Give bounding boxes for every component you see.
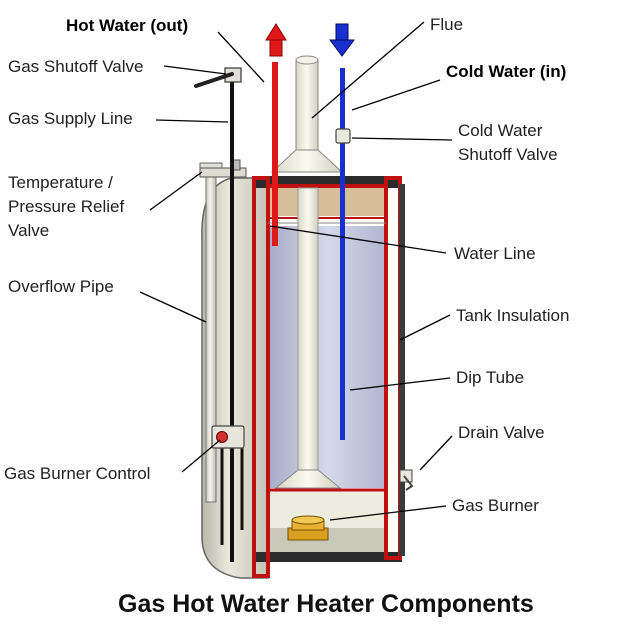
label-temp-relief-line2: Pressure Relief [8,197,124,216]
label-gas-burner: Gas Burner [452,496,539,515]
label-cold-water-in: Cold Water (in) [446,62,566,81]
label-tank-insulation: Tank Insulation [456,306,569,325]
diagram-title: Gas Hot Water Heater Components [118,590,534,618]
label-overflow-pipe: Overflow Pipe [8,277,114,296]
tank-body [252,176,405,578]
label-gas-shutoff-valve: Gas Shutoff Valve [8,57,143,76]
label-cold-water-shutoff-line2: Shutoff Valve [458,145,558,164]
flue [270,55,344,489]
dip-tube [340,68,345,440]
label-cold-water-shutoff-line1: Cold Water [458,121,543,140]
hot-water-pipe [265,23,287,246]
label-dip-tube: Dip Tube [456,368,524,387]
cold-water-shutoff-valve [335,128,351,144]
label-gas-burner-control: Gas Burner Control [4,464,150,483]
label-drain-valve: Drain Valve [458,423,545,442]
leader-lines [139,21,453,521]
label-hot-water-out: Hot Water (out) [66,16,188,35]
gas-shutoff-valve [194,67,242,88]
gas-supply-line [220,72,244,562]
label-water-line: Water Line [454,244,536,263]
gas-burner-control [211,425,245,449]
gas-burner [287,515,329,541]
label-temp-relief-line1: Temperature / [8,173,113,192]
label-temp-relief-line3: Valve [8,221,49,240]
drain-valve [399,469,414,491]
cold-water-arrow [329,23,355,57]
label-gas-supply-line: Gas Supply Line [8,109,133,128]
label-flue: Flue [430,15,463,34]
